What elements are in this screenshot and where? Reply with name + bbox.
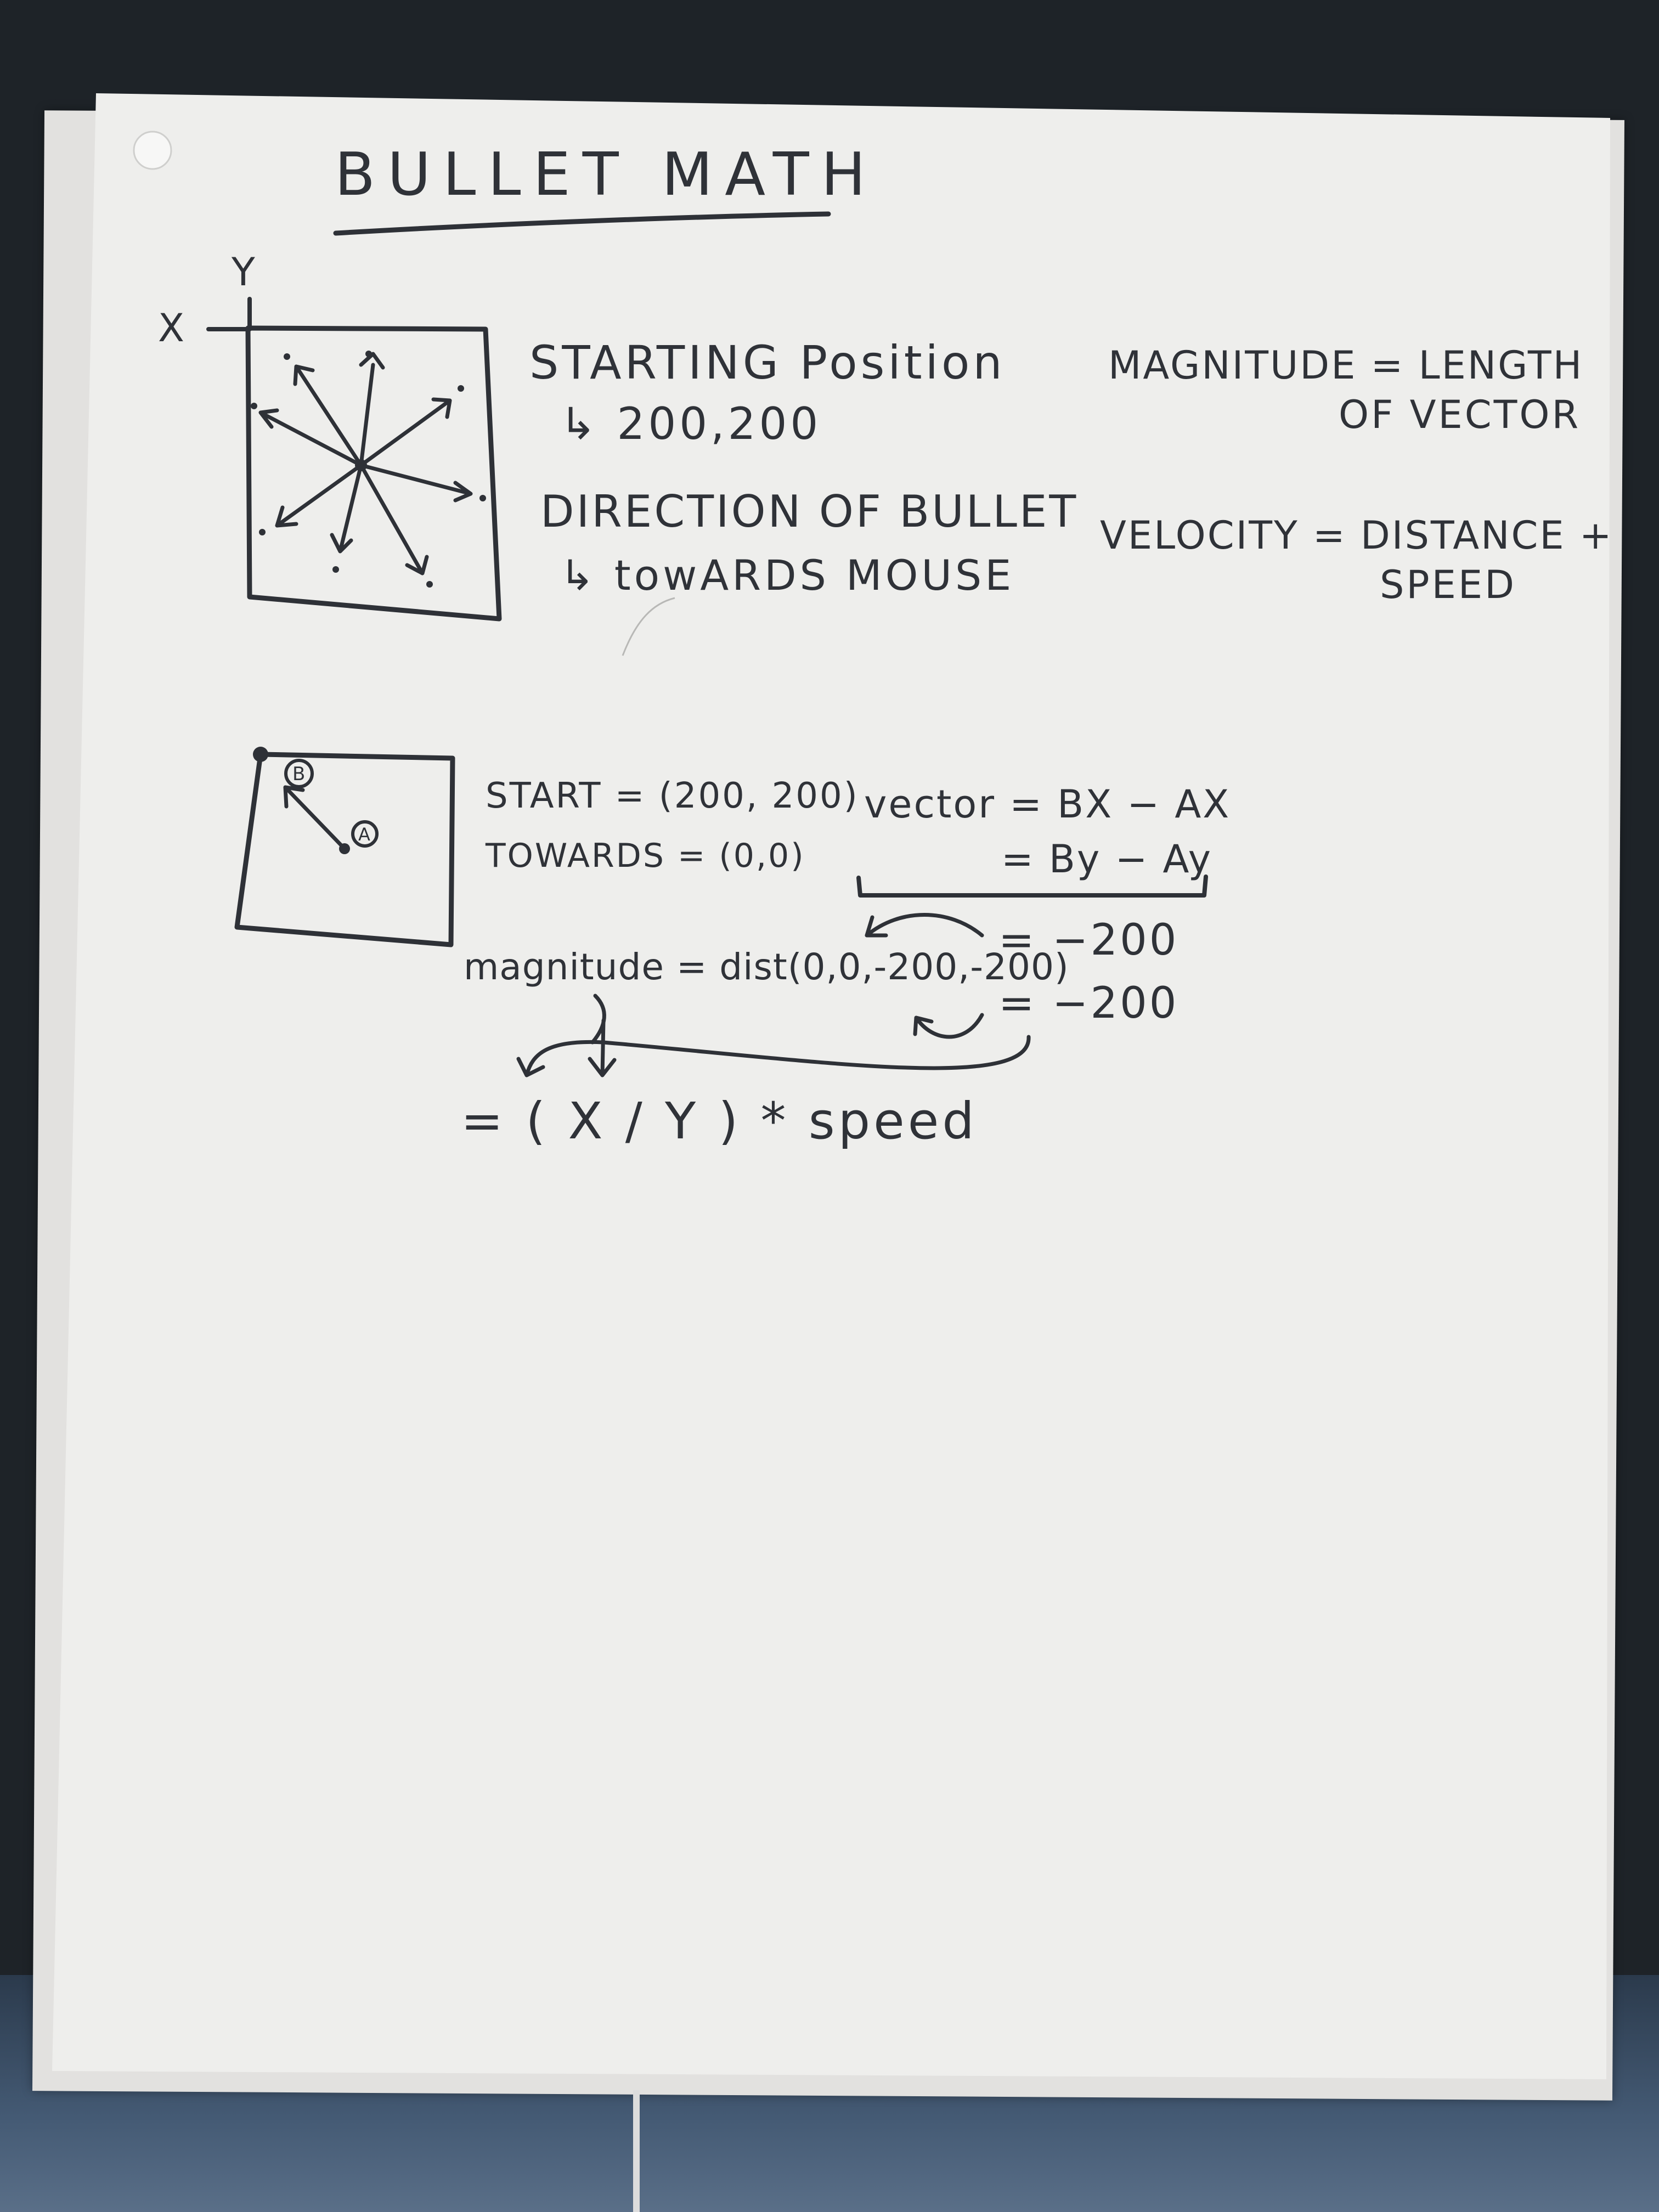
velocity-definition-line2: SPEED bbox=[1380, 562, 1516, 607]
point-b-circle bbox=[284, 759, 314, 788]
axis-x-label: X bbox=[158, 306, 184, 351]
point-b-label: B bbox=[292, 763, 305, 785]
final-formula: = ( X / Y ) * speed bbox=[461, 1092, 978, 1150]
velocity-definition-line1: VELOCITY = DISTANCE + bbox=[1100, 513, 1613, 558]
magnitude-down-stroke bbox=[590, 994, 606, 1045]
magnitude-formula: magnitude = dist(0,0,-200,-200) bbox=[464, 946, 1069, 988]
pencil-stray-mark bbox=[622, 597, 675, 656]
arrow-up-right bbox=[359, 397, 452, 467]
vector-formula-y: = By − Ay bbox=[1001, 837, 1212, 882]
paper-page bbox=[52, 93, 1610, 2079]
arrow-y-to-formula bbox=[913, 1013, 984, 1039]
title-underline bbox=[333, 211, 831, 236]
canvas-box-2 bbox=[234, 752, 455, 947]
corner-point bbox=[253, 747, 268, 762]
start-value: START = (200, 200) bbox=[486, 776, 859, 816]
math-block: START = (200, 200) TOWARDS = (0,0) vecto… bbox=[461, 776, 1231, 1150]
arrow-up-left bbox=[293, 364, 363, 467]
arrow-x-to-formula bbox=[865, 913, 984, 938]
arrow-down-left bbox=[275, 463, 363, 528]
arrow-up bbox=[359, 352, 385, 467]
arrow-down bbox=[330, 463, 363, 554]
result-x: = −200 bbox=[998, 916, 1178, 965]
vector-bracket bbox=[856, 874, 1208, 898]
arrow-left bbox=[258, 408, 363, 467]
arrow-magnitude-down bbox=[588, 1018, 617, 1077]
magnitude-definition-line1: MAGNITUDE = LENGTH bbox=[1108, 343, 1583, 388]
magnitude-definition-line2: OF VECTOR bbox=[1339, 392, 1581, 437]
notes-block: STARTING Position ↳ 200,200 DIRECTION OF… bbox=[529, 336, 1613, 656]
arrow-loop-to-x bbox=[516, 1035, 1031, 1077]
direction-value: ↳ towARDS MOUSE bbox=[560, 551, 1014, 600]
page-title: BULLET MATH bbox=[335, 140, 878, 209]
axis-tick bbox=[206, 297, 252, 331]
point-a-label: A bbox=[358, 824, 370, 845]
towards-value: TOWARDS = (0,0) bbox=[485, 837, 805, 875]
arrow-down-right bbox=[359, 463, 429, 575]
radial-directions-diagram: X Y bbox=[158, 250, 502, 622]
result-y: = −200 bbox=[998, 979, 1178, 1028]
axis-y-label: Y bbox=[231, 250, 255, 295]
starting-position-value: ↳ 200,200 bbox=[560, 398, 821, 449]
point-a-circle bbox=[351, 820, 379, 848]
canvas-box bbox=[245, 325, 502, 622]
target-dots bbox=[251, 351, 486, 588]
vector-formula-x: vector = BX − AX bbox=[864, 782, 1231, 827]
arrow-right bbox=[359, 463, 473, 503]
punch-hole bbox=[133, 131, 172, 170]
starting-position-label: STARTING Position bbox=[529, 336, 1006, 390]
direction-label: DIRECTION OF BULLET bbox=[540, 486, 1078, 537]
vector-diagram: B A bbox=[234, 747, 455, 947]
vector-arrow bbox=[283, 785, 347, 851]
